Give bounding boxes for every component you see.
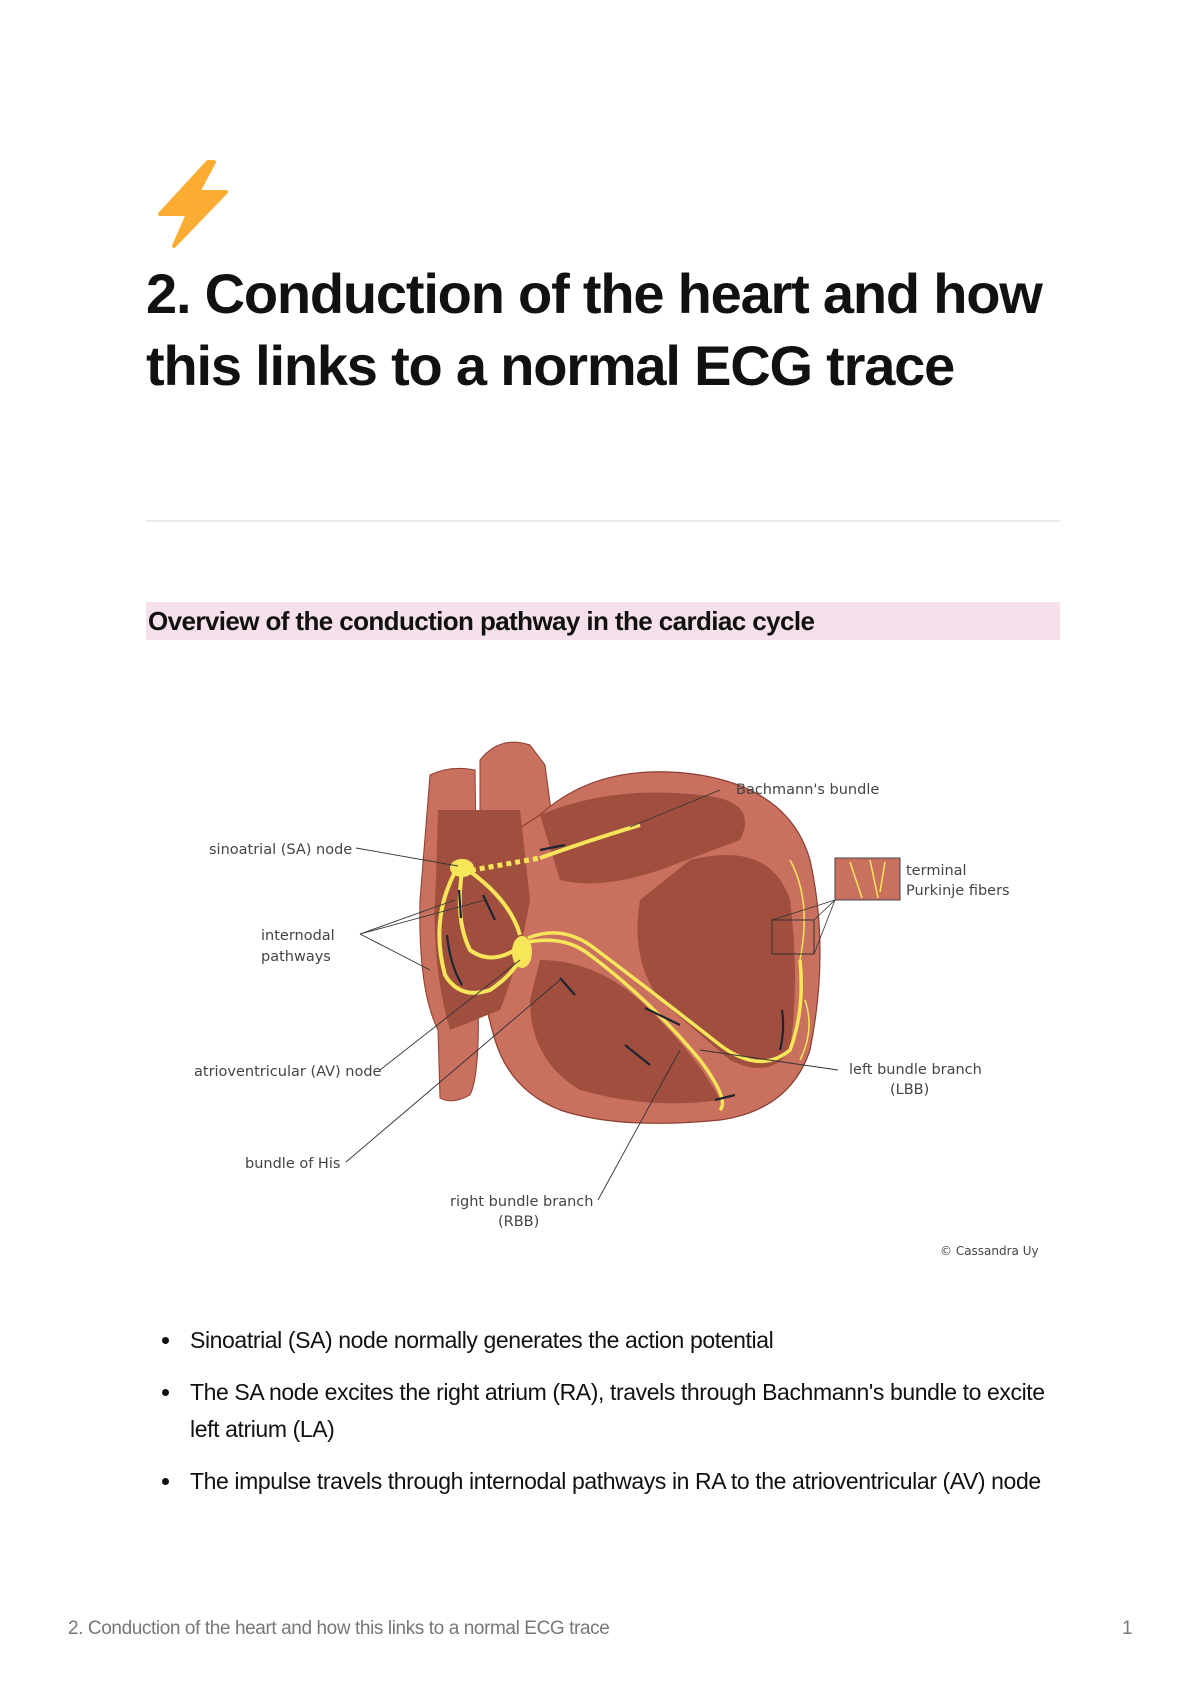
page-number: 1 (1122, 1618, 1133, 1639)
label-lbb-1: left bundle branch (849, 1062, 982, 1078)
lightning-bolt-icon (152, 158, 232, 248)
divider (146, 520, 1060, 522)
label-internodal-2: pathways (261, 949, 331, 965)
label-rbb-1: right bundle branch (450, 1194, 593, 1210)
footer-title: 2. Conduction of the heart and how this … (68, 1618, 610, 1639)
label-purkinje-2: Purkinje fibers (906, 883, 1010, 899)
label-lbb-2: (LBB) (890, 1082, 929, 1098)
image-credit: © Cassandra Uy (940, 1244, 1039, 1258)
bullet-item: The SA node excites the right atrium (RA… (146, 1374, 1046, 1448)
section-heading: Overview of the conduction pathway in th… (146, 602, 1060, 640)
bullet-item: Sinoatrial (SA) node normally generates … (146, 1322, 1046, 1359)
bullet-list: Sinoatrial (SA) node normally generates … (146, 1322, 1046, 1515)
label-rbb-2: (RBB) (498, 1214, 539, 1230)
label-bundle-his: bundle of His (245, 1156, 340, 1172)
label-internodal-1: internodal (261, 928, 335, 944)
label-sa-node: sinoatrial (SA) node (209, 842, 352, 858)
bullet-item: The impulse travels through internodal p… (146, 1463, 1046, 1500)
label-bachmann: Bachmann's bundle (736, 782, 879, 798)
label-av-node: atrioventricular (AV) node (194, 1064, 382, 1080)
heart-conduction-diagram: sinoatrial (SA) node internodal pathways… (180, 720, 1050, 1260)
label-purkinje-1: terminal (906, 863, 967, 879)
page-title: 2. Conduction of the heart and how this … (146, 262, 1043, 397)
